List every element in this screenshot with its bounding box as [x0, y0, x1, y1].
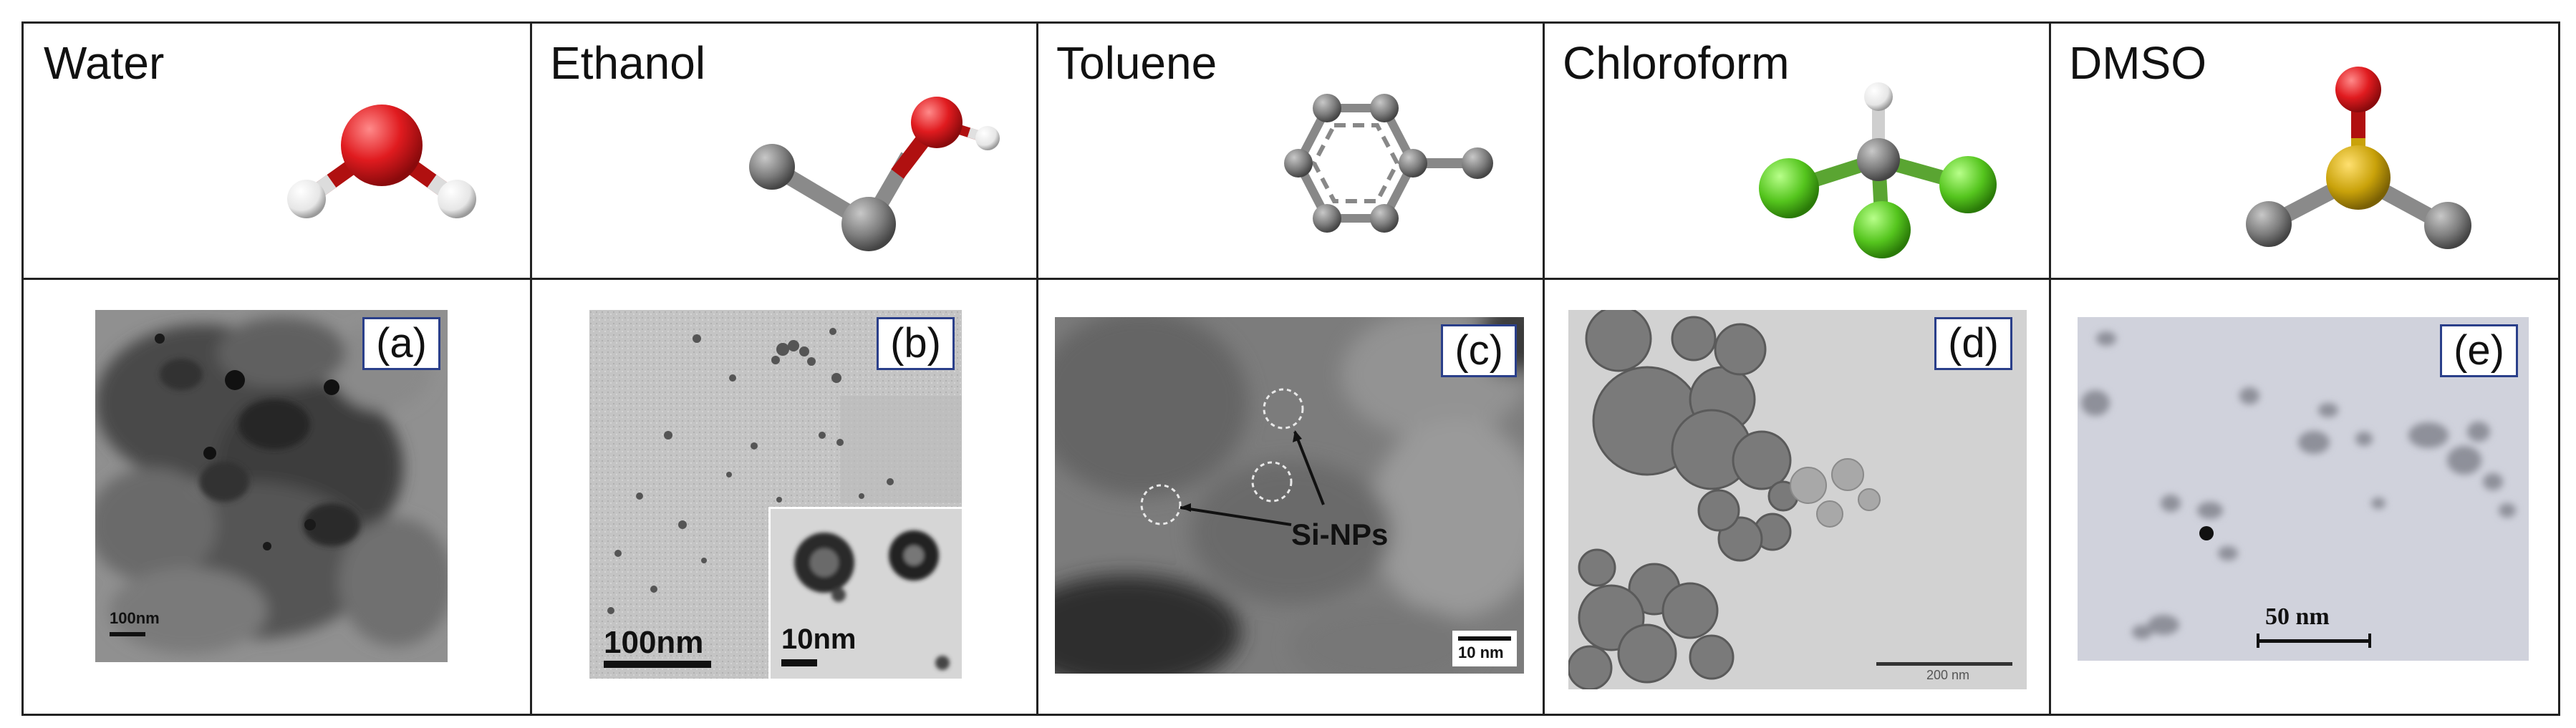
solvent-title-dmso: DMSO — [2069, 37, 2206, 89]
inset-scale-bar — [781, 659, 817, 666]
scale-box: 10 nm — [1452, 631, 1517, 666]
solvent-title-toluene: Toluene — [1056, 37, 1217, 89]
figure-table: Water Ethanol Toluene — [21, 21, 2560, 716]
column-divider — [1543, 24, 1545, 714]
scale-bar — [1458, 636, 1511, 641]
panel-label-c: (c) — [1441, 324, 1517, 377]
panel-label-a: (a) — [362, 317, 440, 370]
toluene-molecule-icon — [1284, 94, 1493, 233]
scale-bar-cap — [2257, 634, 2259, 648]
scale-bar — [604, 661, 711, 668]
dmso-molecule-icon — [2246, 67, 2471, 249]
ethanol-molecule-icon — [749, 97, 1000, 251]
scale-label: 100nm — [604, 625, 704, 660]
si-nps-annotation: Si-NPs — [1291, 518, 1389, 551]
solvent-title-chloroform: Chloroform — [1563, 37, 1790, 89]
scale-label: 200 nm — [1926, 668, 1970, 682]
row-divider — [24, 278, 2558, 280]
inset-scale-label: 10nm — [781, 623, 857, 655]
scale-label: 10 nm — [1458, 644, 1504, 661]
tem-image-chloroform: (d) 200 nm — [1568, 310, 2027, 689]
scale-bar — [110, 632, 145, 636]
scale-bar — [1876, 662, 2012, 666]
column-divider — [2049, 24, 2051, 714]
scale-label: 100nm — [110, 609, 160, 627]
scale-bar-cap — [2368, 634, 2371, 648]
column-divider — [530, 24, 532, 714]
panel-label-b: (b) — [877, 317, 955, 370]
inset-image: 10nm — [768, 507, 962, 679]
column-divider — [1036, 24, 1038, 714]
water-molecule-icon — [287, 105, 476, 218]
scale-bar — [2257, 639, 2371, 643]
scale-label: 50 nm — [2265, 603, 2330, 630]
solvent-title-water: Water — [44, 37, 165, 89]
panel-label-d: (d) — [1934, 317, 2012, 370]
tem-image-dmso: (e) 50 nm — [2078, 317, 2529, 661]
tem-image-ethanol: (b) 100nm 10nm — [589, 310, 962, 679]
panel-label-e: (e) — [2440, 324, 2518, 377]
tem-image-toluene: (c) Si-NPs 10 nm — [1055, 317, 1524, 674]
solvent-title-ethanol: Ethanol — [550, 37, 706, 89]
tem-image-water: (a) 100nm — [95, 310, 448, 662]
chloroform-molecule-icon — [1759, 82, 1997, 258]
